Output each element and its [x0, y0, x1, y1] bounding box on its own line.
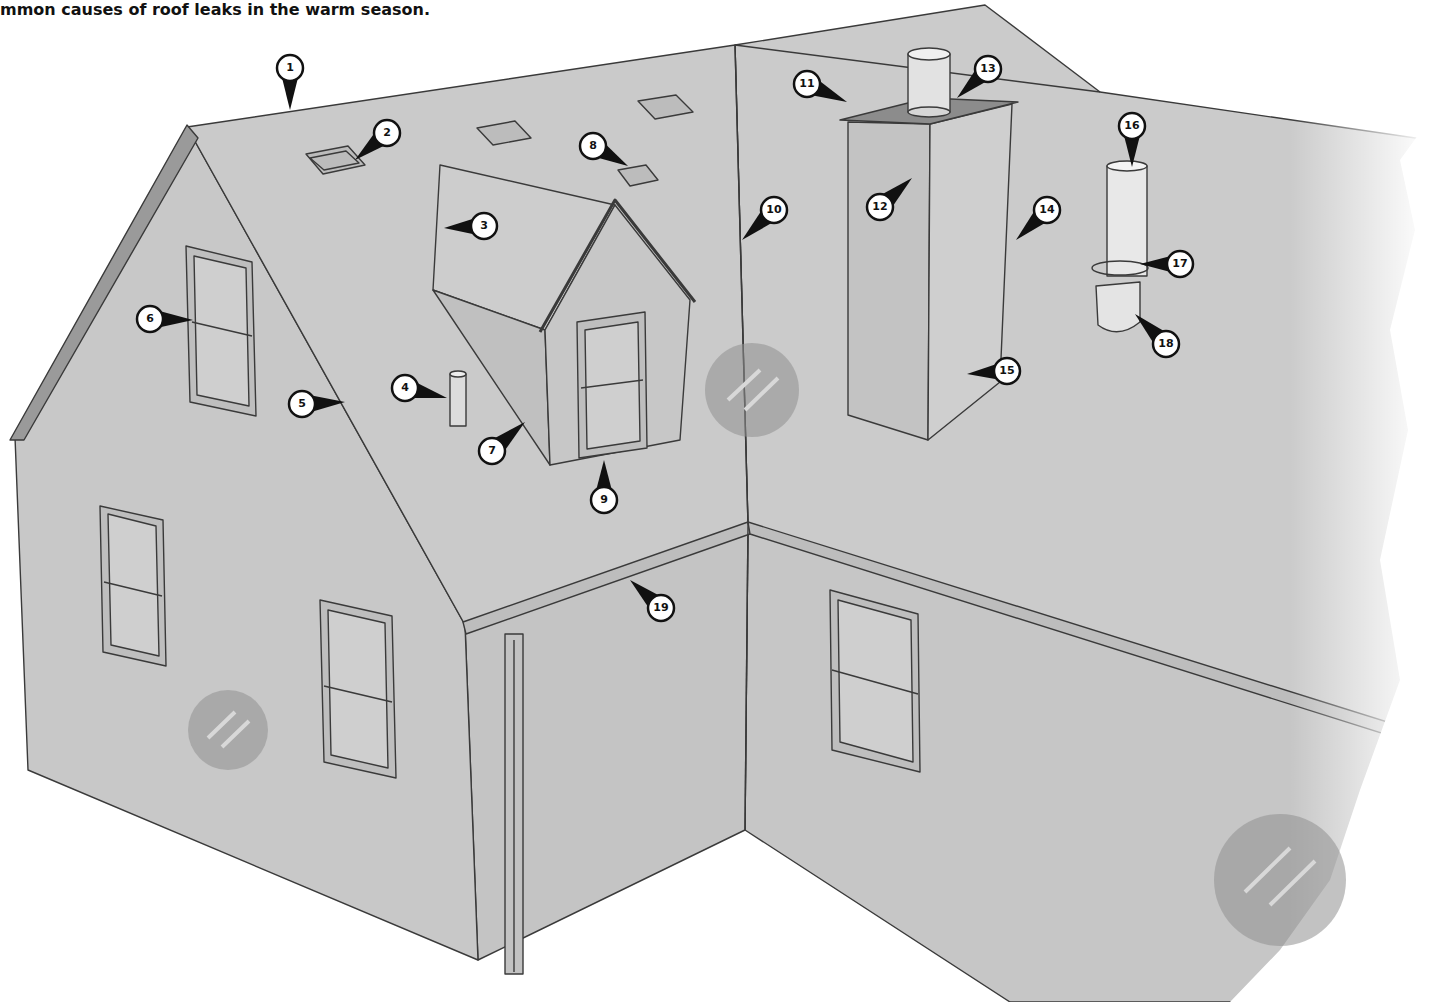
callout-number: 12 — [868, 195, 892, 219]
callout-number: 14 — [1035, 198, 1059, 222]
skylight — [477, 121, 531, 145]
callout-circle — [289, 391, 315, 417]
callout-circle — [1119, 113, 1145, 139]
page-title: mmon causes of roof leaks in the warm se… — [0, 0, 430, 20]
downspout — [513, 640, 514, 972]
callout-circle — [994, 358, 1020, 384]
callout-circle — [471, 213, 497, 239]
callout-circle — [794, 71, 820, 97]
callout-number: 15 — [995, 359, 1019, 383]
watermark-logo — [188, 343, 1346, 946]
flue-pipe — [908, 54, 950, 112]
callout-number: 9 — [592, 488, 616, 512]
callout-number: 4 — [393, 376, 417, 400]
callout-number: 18 — [1154, 332, 1178, 356]
callout-circle — [975, 56, 1001, 82]
callout-number: 2 — [375, 121, 399, 145]
skylight — [618, 165, 658, 186]
dormer-trim — [540, 200, 695, 332]
vent-pipe — [450, 374, 466, 426]
callout-circle — [591, 487, 617, 513]
callout-circle — [277, 55, 303, 81]
vent-pipe — [450, 371, 466, 377]
roof-plane — [187, 45, 748, 625]
callout-number: 7 — [480, 439, 504, 463]
callout-number: 5 — [290, 392, 314, 416]
plumbing-vent — [1107, 161, 1147, 171]
callout-number: 17 — [1168, 252, 1192, 276]
callout-number: 16 — [1120, 114, 1144, 138]
chimney — [928, 104, 1012, 440]
windows — [100, 246, 920, 778]
callout-circle — [648, 595, 674, 621]
skylight — [306, 146, 365, 174]
callout-circle — [479, 438, 505, 464]
flue-pipe — [908, 107, 950, 117]
wall-corner — [745, 525, 748, 830]
pipe-collar — [1092, 261, 1148, 275]
pipe-boot — [1096, 282, 1140, 332]
gutter — [463, 522, 750, 634]
callout-number: 6 — [138, 307, 162, 331]
callout-number: 19 — [649, 596, 673, 620]
callout-circle — [1034, 197, 1060, 223]
rake-trim — [10, 125, 198, 440]
callout-circle — [1153, 331, 1179, 357]
callout-number: 10 — [762, 198, 786, 222]
callout-number: 1 — [278, 56, 302, 80]
callout-circle — [137, 306, 163, 332]
callout-circle — [374, 120, 400, 146]
flue-pipe — [908, 48, 950, 60]
callout-number: 11 — [795, 72, 819, 96]
dormer-front — [545, 205, 690, 465]
watermark-ruler — [208, 370, 1315, 905]
callout-circle — [1167, 251, 1193, 277]
callout-number: 8 — [581, 134, 605, 158]
valley-line — [735, 45, 748, 525]
plumbing-vent — [1107, 166, 1147, 276]
chimney — [848, 122, 930, 440]
callout-number: 3 — [472, 214, 496, 238]
skylight — [638, 95, 693, 119]
dormer-cheek — [433, 290, 550, 465]
callout-circle — [761, 197, 787, 223]
callout-circle — [580, 133, 606, 159]
downspout — [505, 634, 523, 974]
callout-number: 13 — [976, 57, 1000, 81]
callout-circle — [392, 375, 418, 401]
skylight — [310, 151, 359, 170]
callout-circle — [867, 194, 893, 220]
